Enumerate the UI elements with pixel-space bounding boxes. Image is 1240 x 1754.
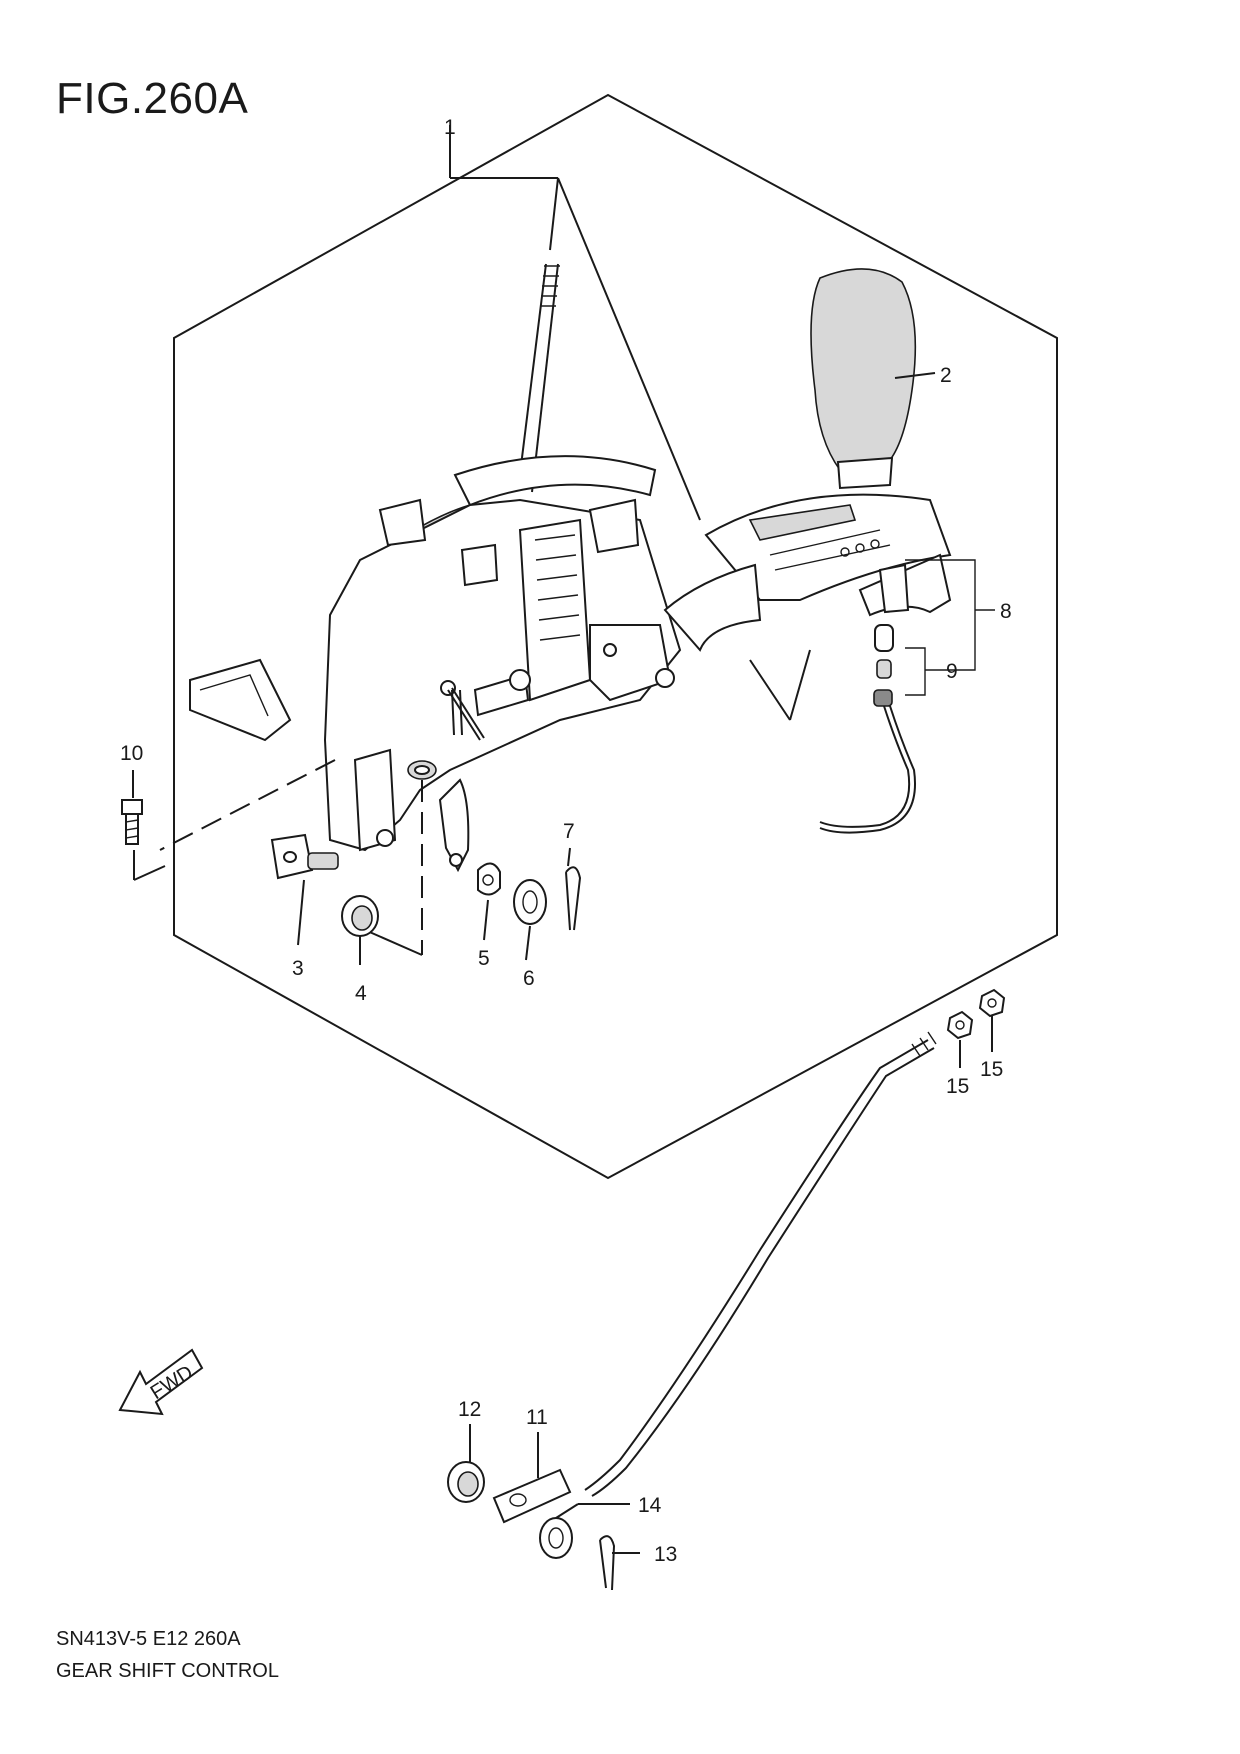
nuts [946,988,1006,1068]
shifter-housing [189,455,682,873]
diagram-name: GEAR SHIFT CONTROL [56,1660,279,1682]
part-label-15a: 15 [946,1075,969,1098]
part-label-8: 8 [1000,600,1012,623]
rod-washer [539,1503,630,1559]
assembly-line [133,865,166,881]
part-label-15b: 15 [980,1058,1003,1081]
shift-lever-rod [517,263,560,493]
part-label-1: 1 [444,116,456,139]
assembly-line [364,929,423,956]
part-label-9: 9 [946,660,958,683]
part-label-12: 12 [458,1398,481,1421]
part-label-10: 10 [120,742,143,765]
diagram-code: SN413V-5 E12 260A [56,1628,241,1650]
part-label-6: 6 [523,967,535,990]
part-label-13: 13 [654,1543,677,1566]
cotter-pin [565,847,582,931]
washer [477,862,501,941]
bushing [341,895,379,965]
part-label-7: 7 [563,820,575,843]
shift-rod [492,1031,937,1524]
part-label-4: 4 [355,982,367,1005]
shift-knob [810,268,936,490]
assembly-outline [173,93,1058,1180]
bolt [121,770,143,845]
part-label-5: 5 [478,947,490,970]
figure-title: FIG.260A [56,74,249,123]
part-label-14: 14 [638,1494,662,1517]
part-label-2: 2 [940,364,952,387]
part-label-11: 11 [526,1406,548,1429]
assembly-line [159,759,336,851]
pin-block [270,833,339,946]
fwd-direction-arrow: FWD [118,1348,204,1416]
rod-bushing [447,1424,485,1503]
flat-washer [513,879,547,961]
indicator-panel [663,493,995,671]
bulb-socket [819,624,955,834]
part-label-3: 3 [292,957,304,980]
part-1-leaders [449,125,811,721]
rod-cotter-pin [599,1535,640,1591]
